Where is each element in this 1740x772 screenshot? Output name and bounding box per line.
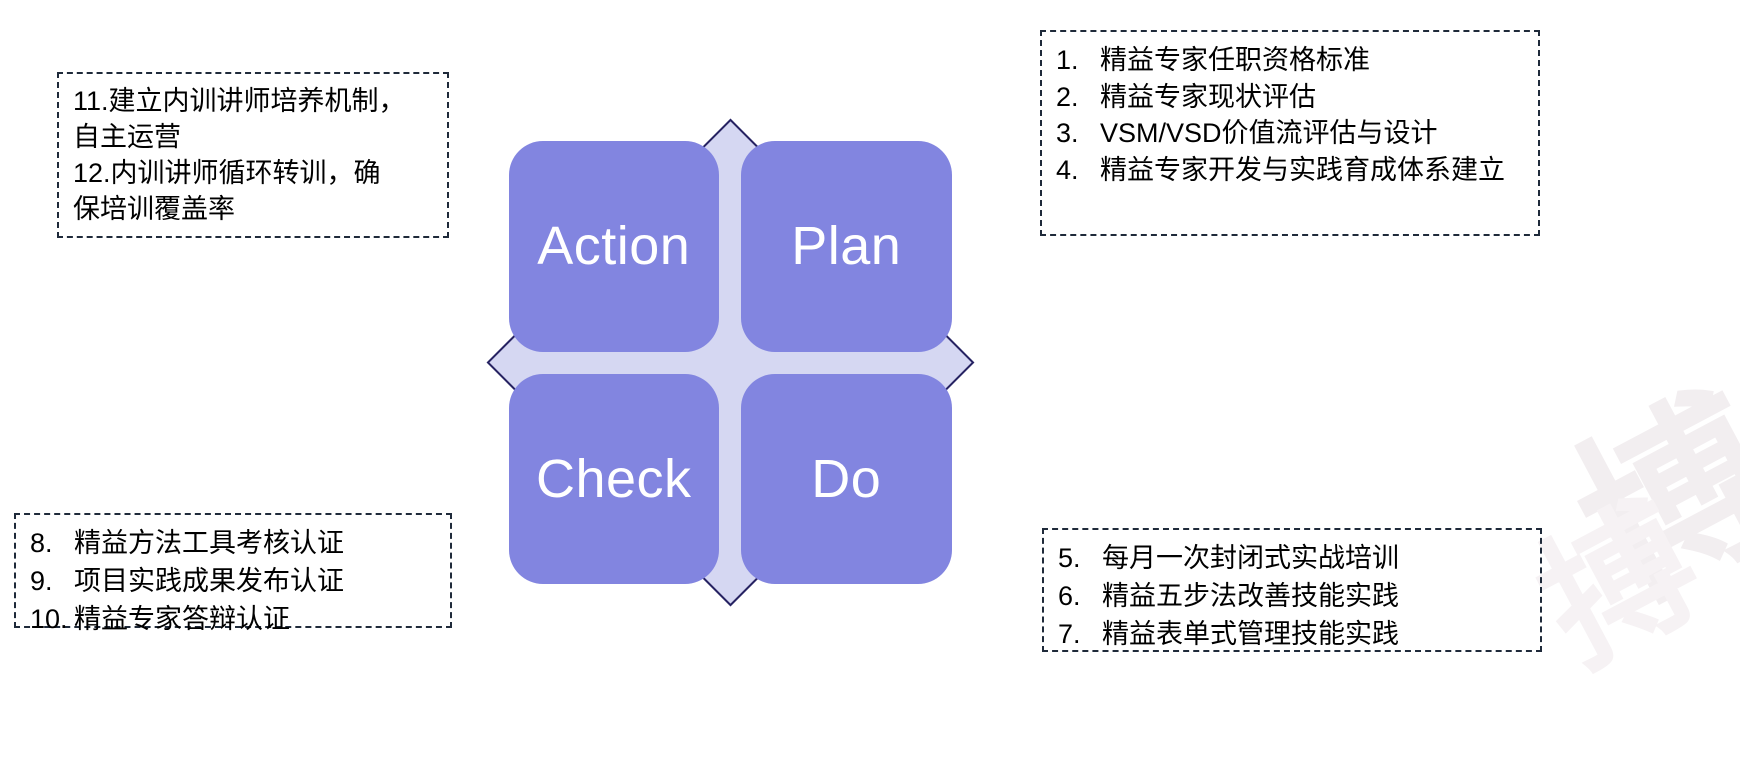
- list-item-text: 精益表单式管理技能实践: [1102, 618, 1399, 649]
- list-item-text: 精益专家任职资格标准: [1100, 45, 1370, 75]
- note-box-check: 8. 精益方法工具考核认证 9. 项目实践成果发布认证 10. 精益专家答辩认证: [14, 513, 452, 634]
- list-item-text: VSM/VSD价值流评估与设计: [1100, 118, 1438, 149]
- list-item-text: 精益方法工具考核认证: [74, 528, 344, 558]
- list-item-number: 8.: [30, 528, 53, 558]
- list-item-number: 10.: [30, 603, 68, 634]
- list-item: 5. 每月一次封闭式实战培训: [1058, 540, 1526, 578]
- pdca-quadrant-plan[interactable]: Plan: [741, 141, 952, 352]
- list-item-number: 6.: [1058, 580, 1081, 611]
- pdca-quadrant-grid: Action Plan Check Do: [508, 141, 952, 584]
- pdca-cycle-graphic: Action Plan Check Do: [460, 85, 1000, 640]
- list-item: 9. 项目实践成果发布认证: [30, 563, 436, 601]
- pdca-quadrant-do[interactable]: Do: [741, 373, 952, 584]
- list-item-number: 9.: [30, 565, 53, 596]
- note-action-line-2: 自主运营: [73, 121, 181, 152]
- list-item-text: 精益专家开发与实践育成体系建立: [1100, 155, 1505, 186]
- list-item: 10. 精益专家答辩认证: [30, 601, 436, 639]
- note-action-line-4: 保培训覆盖率: [73, 193, 235, 224]
- note-action-line-3: 12.内训讲师循环转训，确: [73, 157, 381, 188]
- note-box-plan: 1. 精益专家任职资格标准 2. 精益专家现状评估 3. VSM/VSD价值流评…: [1040, 30, 1540, 236]
- list-item-number: 2.: [1056, 81, 1079, 112]
- pdca-quadrant-action[interactable]: Action: [508, 141, 719, 352]
- list-item-text: 精益专家现状评估: [1100, 81, 1316, 112]
- list-item: 6. 精益五步法改善技能实践: [1058, 578, 1526, 616]
- list-item: 2. 精益专家现状评估: [1056, 79, 1524, 116]
- note-do-list: 5. 每月一次封闭式实战培训 6. 精益五步法改善技能实践 7. 精益表单式管理…: [1058, 540, 1526, 653]
- list-item: 1. 精益专家任职资格标准: [1056, 42, 1524, 79]
- list-item-text: 精益五步法改善技能实践: [1102, 580, 1399, 611]
- list-item: 7. 精益表单式管理技能实践: [1058, 616, 1526, 654]
- note-check-list: 8. 精益方法工具考核认证 9. 项目实践成果发布认证 10. 精益专家答辩认证: [30, 525, 436, 638]
- pdca-quadrant-check[interactable]: Check: [508, 373, 719, 584]
- note-box-do: 5. 每月一次封闭式实战培训 6. 精益五步法改善技能实践 7. 精益表单式管理…: [1042, 528, 1542, 652]
- note-plan-list: 1. 精益专家任职资格标准 2. 精益专家现状评估 3. VSM/VSD价值流评…: [1056, 42, 1524, 189]
- list-item: 4. 精益专家开发与实践育成体系建立: [1056, 152, 1524, 189]
- list-item-text: 精益专家答辩认证: [74, 603, 290, 634]
- note-action-line-1: 11.建立内训讲师培养机制，: [73, 86, 406, 116]
- list-item-number: 1.: [1056, 45, 1079, 75]
- list-item: 8. 精益方法工具考核认证: [30, 525, 436, 563]
- list-item-number: 4.: [1056, 155, 1079, 186]
- note-box-action: 11.建立内训讲师培养机制， 自主运营 12.内训讲师循环转训，确 保培训覆盖率: [57, 72, 449, 238]
- list-item-number: 7.: [1058, 618, 1081, 649]
- list-item-text: 项目实践成果发布认证: [74, 565, 344, 596]
- list-item-text: 每月一次封闭式实战培训: [1102, 543, 1399, 573]
- list-item-number: 5.: [1058, 543, 1081, 573]
- list-item: 3. VSM/VSD价值流评估与设计: [1056, 115, 1524, 152]
- list-item-number: 3.: [1056, 118, 1079, 149]
